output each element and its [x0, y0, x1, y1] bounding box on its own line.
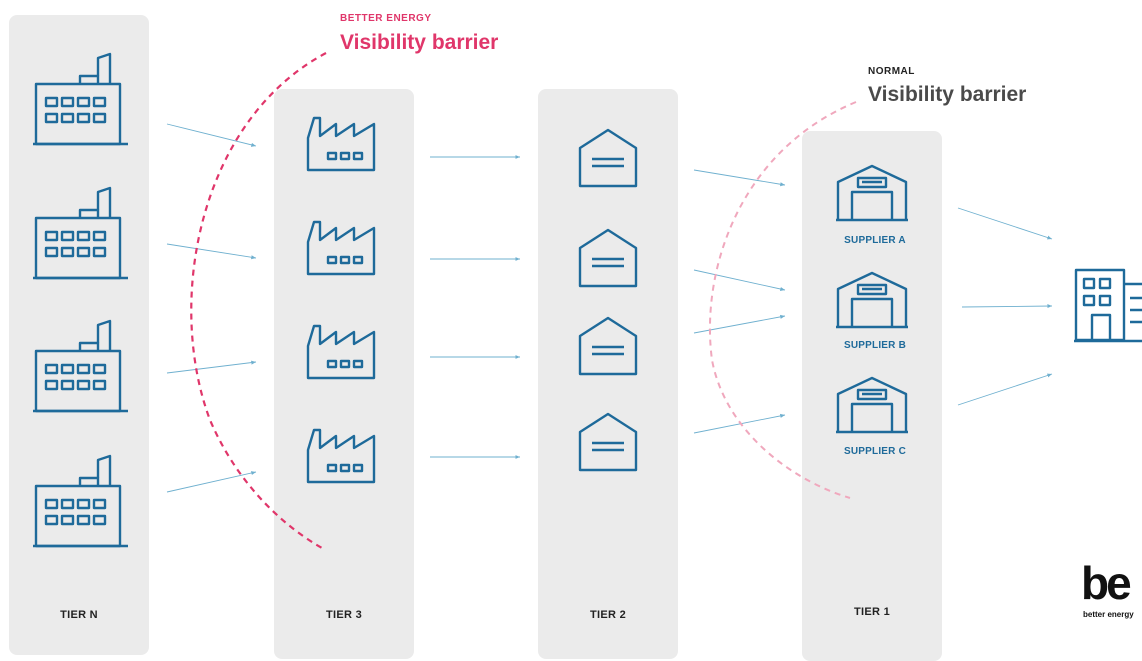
tier-n-factory-icon: [31, 186, 130, 280]
tier-1-label: TIER 1: [853, 606, 891, 618]
tier-2-warehouse-icon: [578, 128, 638, 188]
tier-n-factory-icon: [31, 52, 130, 146]
tier-2-warehouse-icon: [578, 316, 638, 376]
supplier-a-warehouse-icon: [834, 164, 910, 222]
normal-barrier-title: Visibility barrier: [868, 83, 1027, 106]
tier-3-column: [274, 89, 414, 659]
supplier-c-label: SUPPLIER C: [843, 446, 906, 457]
supplier-b-label: SUPPLIER B: [843, 340, 906, 351]
tier-3-factory-icon: [306, 116, 376, 172]
normal-barrier-kicker: NORMAL: [868, 66, 915, 77]
normal-barrier-curve: [708, 101, 857, 499]
supply-chain-diagram: [31, 52, 1142, 549]
tier-3-label: TIER 3: [325, 609, 363, 621]
supplier-c-warehouse-icon: [834, 376, 910, 434]
tier-2-label: TIER 2: [589, 609, 627, 621]
better-energy-barrier-title: Visibility barrier: [340, 31, 499, 54]
supplier-b-warehouse-icon: [834, 271, 910, 329]
tier-n-label: TIER N: [60, 609, 98, 621]
flow-arrows: [166, 123, 1053, 493]
tier-3-factory-icon: [306, 324, 376, 380]
better-energy-barrier-kicker: BETTER ENERGY: [340, 13, 432, 24]
be-logo-text: better energy: [1083, 610, 1134, 619]
office-building-icon: [1074, 268, 1142, 343]
tier-2-warehouse-icon: [578, 228, 638, 288]
tier-n-factory-icon: [31, 319, 130, 413]
tier-3-factory-icon: [306, 428, 376, 484]
tier-2-warehouse-icon: [578, 412, 638, 472]
better-energy-barrier-curve: [190, 52, 327, 549]
tier-3-factory-icon: [306, 220, 376, 276]
supplier-a-label: SUPPLIER A: [844, 235, 906, 246]
be-logo-mark: be: [1081, 557, 1132, 609]
tier-n-factory-icon: [31, 454, 130, 548]
